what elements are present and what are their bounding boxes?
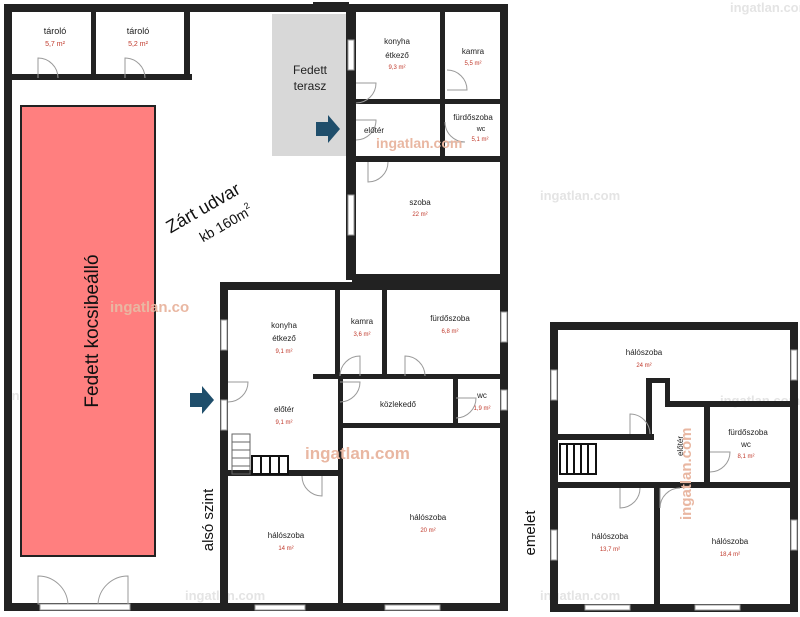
room-name: konyha — [271, 321, 297, 330]
watermark-faint: ingatlan.com — [730, 0, 800, 15]
room-area: 9,3 m² — [388, 65, 405, 71]
room-name: közlekedő — [380, 400, 417, 409]
watermark-faint: ingatlan.com — [540, 588, 620, 603]
upper-walls — [550, 322, 798, 612]
room-name: előtér — [364, 126, 384, 135]
terrace-label: terasz — [294, 79, 327, 93]
room-name: kamra — [351, 317, 374, 326]
carport-area — [20, 105, 156, 557]
carport-label: Fedett kocsibeálló — [82, 254, 103, 407]
room-name: étkező — [385, 51, 409, 60]
room-area: 18,4 m² — [720, 552, 740, 558]
room-name: előtér — [274, 405, 294, 414]
room-name: hálószoba — [268, 531, 305, 540]
room-area: 9,1 m² — [275, 349, 292, 355]
room-name: hálószoba — [592, 532, 629, 541]
room-name: fürdőszoba — [453, 113, 493, 122]
room-area: 6,8 m² — [441, 329, 458, 335]
room-area: 5,5 m² — [464, 61, 481, 67]
room-name: wc — [476, 391, 487, 400]
room-name: tároló — [44, 26, 67, 36]
watermark-text: ingatlan.com — [376, 135, 462, 151]
room-area: 5,1 m² — [471, 137, 488, 143]
terrace-label: Fedett — [293, 63, 328, 77]
room-name: konyha — [384, 37, 410, 46]
room-name: fürdőszoba — [728, 428, 768, 437]
watermark-text: ingatlan.com — [305, 444, 410, 463]
room-area: 5,7 m² — [45, 41, 66, 48]
stairs-upper — [559, 443, 597, 475]
courtyard-label: Zárt udvar kb 160m2 — [162, 179, 251, 245]
windows — [39, 39, 798, 611]
room-name: előtér — [676, 436, 685, 456]
room-area: 24 m² — [636, 363, 651, 369]
room-name: wc — [740, 440, 751, 449]
storage-walls — [12, 10, 192, 80]
entrance-arrow-icon — [190, 386, 214, 414]
room-area: 8,1 m² — [737, 454, 754, 460]
room-area: 20 m² — [420, 528, 435, 534]
annex-walls — [346, 10, 508, 282]
room-name: szoba — [409, 198, 431, 207]
room-area: 22 m² — [412, 212, 427, 218]
room-area: 5,2 m² — [128, 41, 149, 48]
watermark-faint: ingatlan.com — [540, 188, 620, 203]
room-name: tároló — [127, 26, 150, 36]
room-area: 13,7 m² — [600, 547, 620, 553]
room-area: 14 m² — [278, 546, 293, 552]
level-label-upper: emelet — [522, 510, 539, 556]
room-name: hálószoba — [712, 537, 749, 546]
room-area: 1,9 m² — [473, 406, 490, 412]
entrance-arrow-icon — [316, 115, 340, 143]
stairs-ground — [231, 433, 289, 475]
level-label-ground: alsó szint — [200, 488, 217, 551]
room-name: wc — [476, 126, 486, 133]
room-name: hálószoba — [626, 348, 663, 357]
room-name: étkező — [272, 334, 296, 343]
room-area: 3,6 m² — [353, 332, 370, 338]
doors — [37, 57, 731, 605]
room-area: 9,1 m² — [275, 420, 292, 426]
room-name: fürdőszoba — [430, 314, 470, 323]
watermark-text: ingatlan.com — [678, 427, 695, 520]
watermark-text: ingatlan.co — [110, 299, 189, 316]
room-name: hálószoba — [410, 513, 447, 522]
room-name: kamra — [462, 47, 485, 56]
